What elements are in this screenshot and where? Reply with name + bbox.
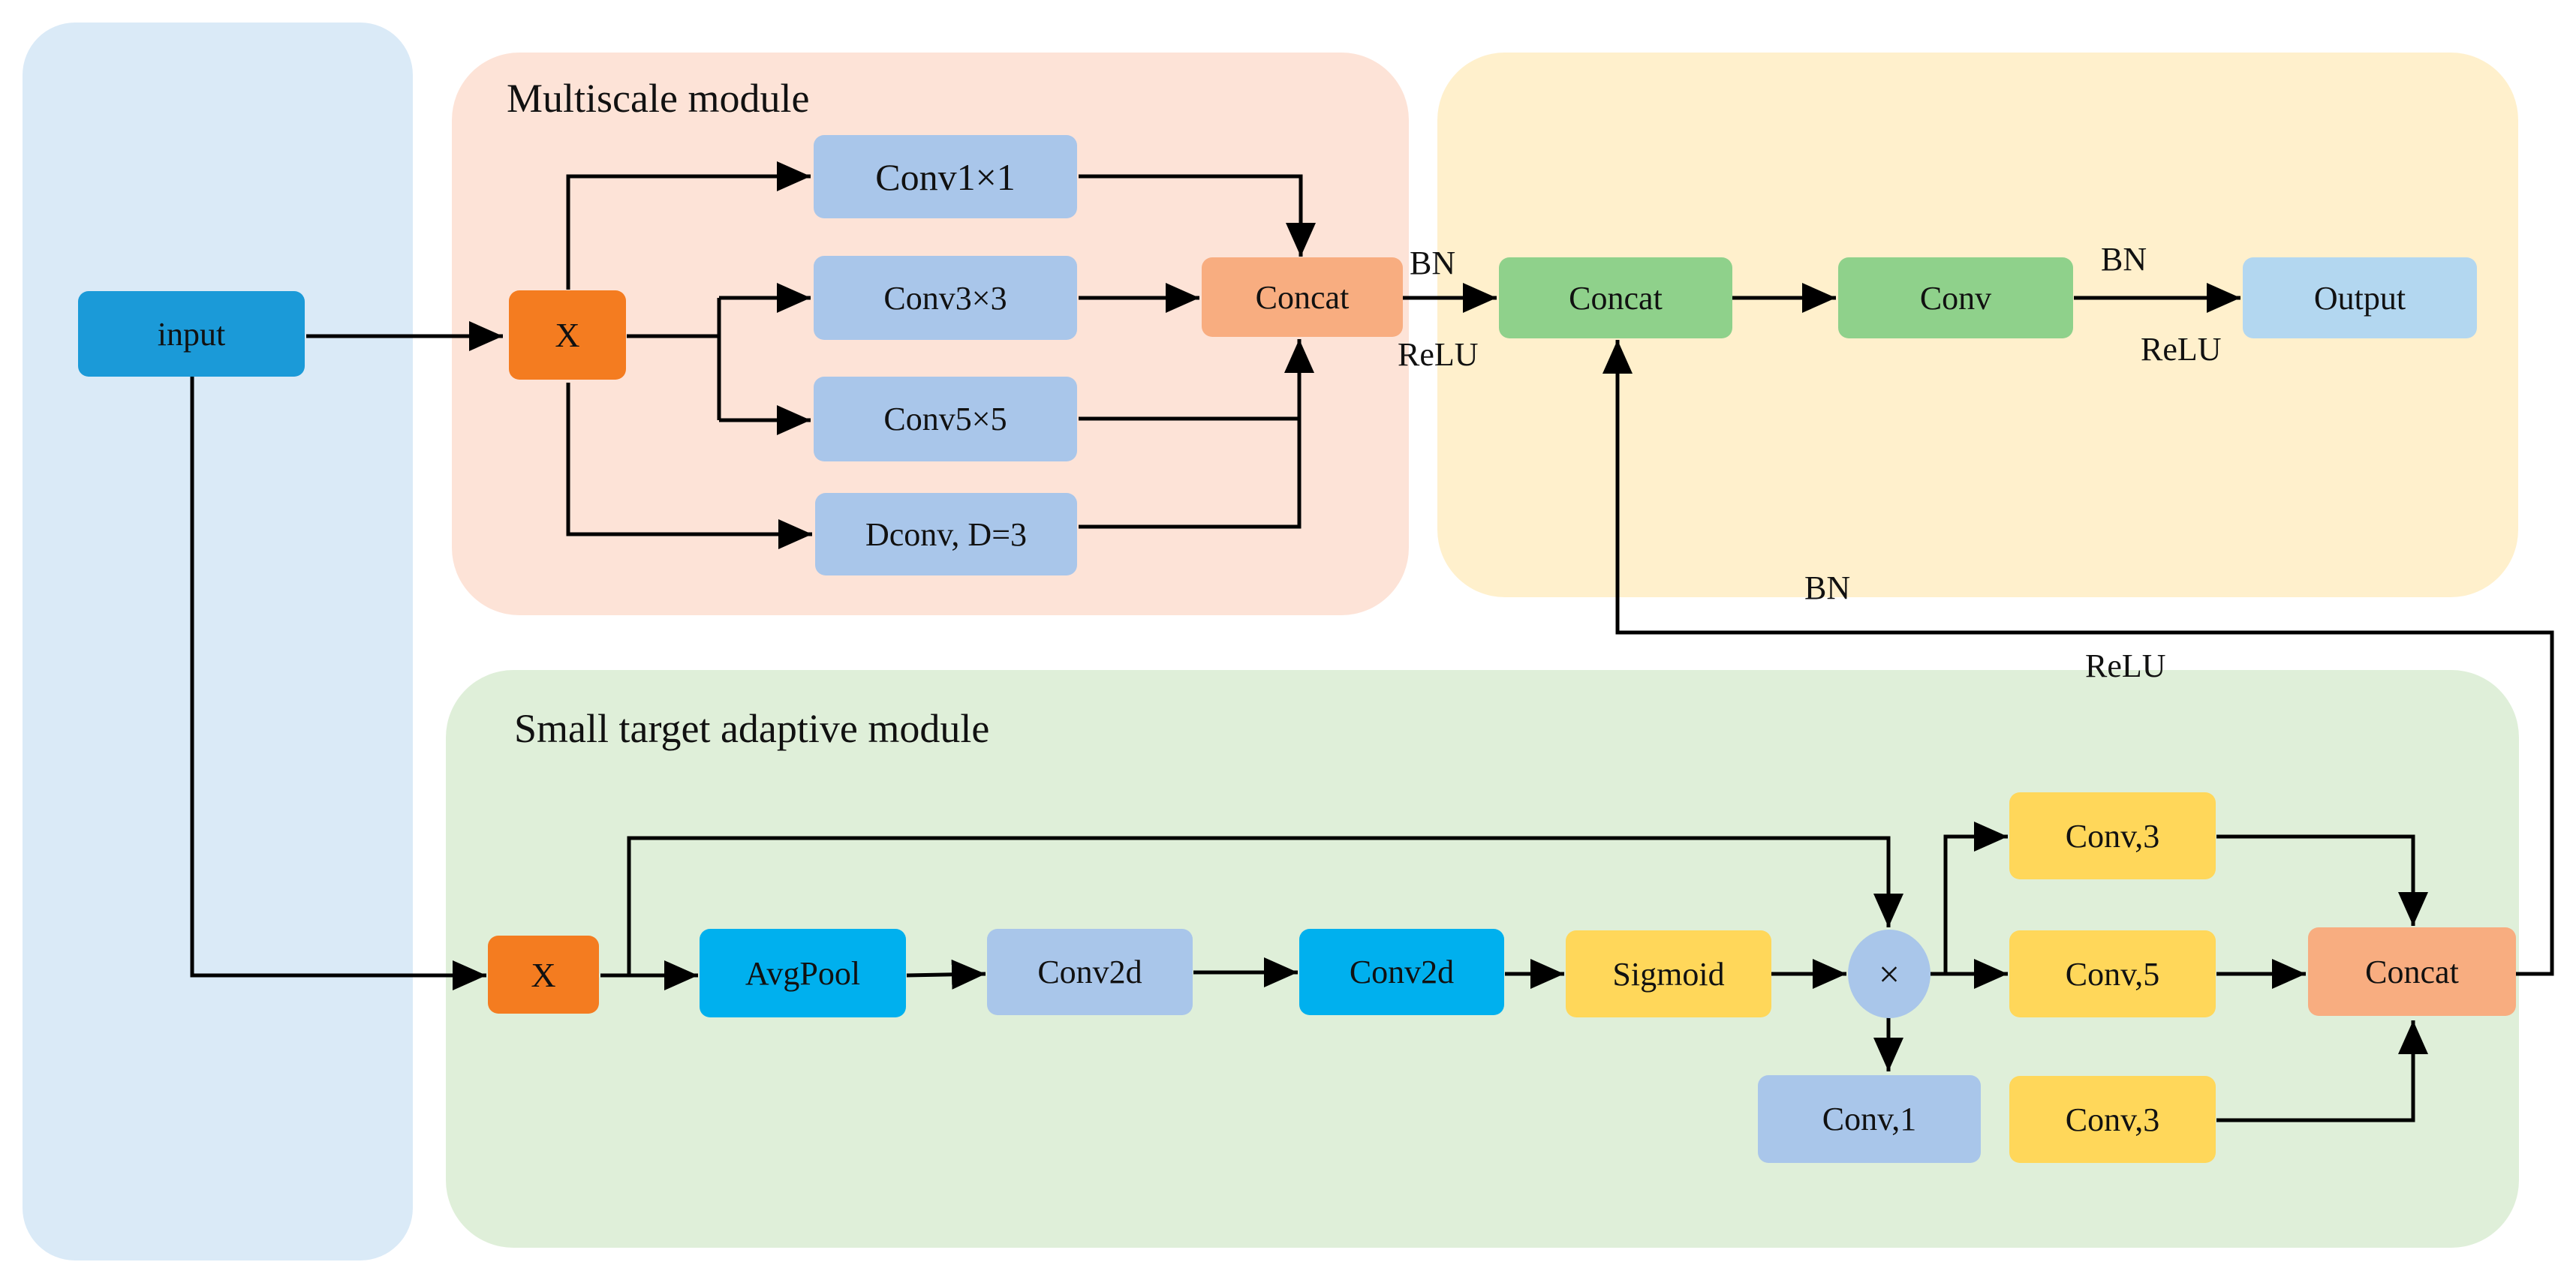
multiscale-module-title: Multiscale module xyxy=(507,76,810,121)
wire-msx-to-conv1 xyxy=(566,161,811,290)
fusion-concat-node[interactable]: Concat xyxy=(1499,257,1732,338)
conv5-node[interactable]: Conv,5 xyxy=(2009,930,2216,1017)
dconv-node[interactable]: Dconv, D=3 xyxy=(815,493,1077,575)
bn-label-3: BN xyxy=(1804,569,1851,606)
conv2d-node-a[interactable]: Conv2d xyxy=(987,929,1193,1015)
bn-label-2: BN xyxy=(2101,241,2147,278)
wire-input-to-sa-x xyxy=(190,377,486,990)
input-panel xyxy=(23,23,413,1260)
adaptive-concat-node[interactable]: Concat xyxy=(2308,927,2516,1016)
wire-conv1-to-concat xyxy=(1079,174,1316,257)
wire-conv3top-to-saconcat xyxy=(2216,834,2428,926)
wire-avgpool-to-conv2da xyxy=(906,959,986,990)
output-node[interactable]: Output xyxy=(2243,257,2477,338)
avgpool-node[interactable]: AvgPool xyxy=(700,929,906,1017)
multiscale-concat-node[interactable]: Concat xyxy=(1202,257,1403,337)
conv3x3-node[interactable]: Conv3×3 xyxy=(814,256,1077,340)
wire-sax-to-mult xyxy=(627,836,1903,974)
wire-dconv-to-concat xyxy=(1079,339,1314,529)
conv1x1-node[interactable]: Conv1×1 xyxy=(814,135,1077,218)
adaptive-x-node[interactable]: X xyxy=(488,936,599,1014)
relu-label-1: ReLU xyxy=(1398,336,1479,373)
wire-mult-to-conv3top xyxy=(1943,822,2008,974)
conv2d-node-b[interactable]: Conv2d xyxy=(1299,929,1504,1015)
conv1-node[interactable]: Conv,1 xyxy=(1758,1075,1981,1163)
conv3-bottom-node[interactable]: Conv,3 xyxy=(2009,1076,2216,1163)
multiscale-x-node[interactable]: X xyxy=(509,290,626,380)
wire-msx-to-dconv xyxy=(566,383,812,549)
conv3-top-node[interactable]: Conv,3 xyxy=(2009,792,2216,879)
multiply-node[interactable]: × xyxy=(1848,930,1930,1018)
relu-label-2: ReLU xyxy=(2141,331,2222,368)
input-node[interactable]: input xyxy=(78,291,305,377)
sigmoid-node[interactable]: Sigmoid xyxy=(1566,930,1771,1017)
wire-saconcat-to-fuconcat xyxy=(1602,340,2554,976)
conv5x5-node[interactable]: Conv5×5 xyxy=(814,377,1077,461)
fusion-conv-node[interactable]: Conv xyxy=(1838,257,2073,338)
wire-conv3bottom-to-saconcat xyxy=(2216,1020,2428,1122)
small-target-adaptive-module-title: Small target adaptive module xyxy=(514,706,990,751)
bn-label-1: BN xyxy=(1410,245,1456,281)
relu-label-3: ReLU xyxy=(2085,648,2166,684)
